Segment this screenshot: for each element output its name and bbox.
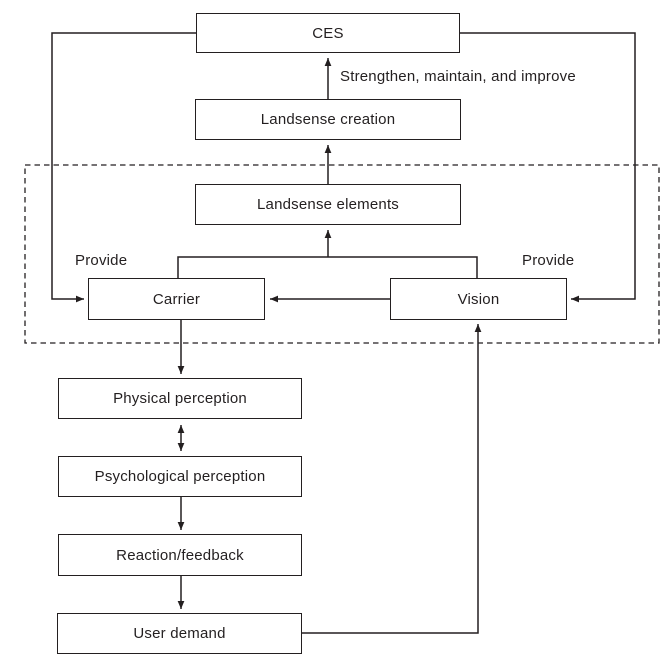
- edge-carrier-vision-merge: [177, 256, 478, 278]
- edge-ces-to-carrier-loop: [51, 32, 196, 303]
- node-landsense-elements: Landsense elements: [195, 184, 461, 225]
- edge-label-provide-right: Provide: [522, 252, 575, 269]
- node-landsense-creation: Landsense creation: [195, 99, 461, 140]
- node-user-demand: User demand: [57, 613, 302, 654]
- node-vision: Vision: [390, 278, 567, 320]
- dashed-group-border: [24, 164, 660, 344]
- edge-label-strengthen: Strengthen, maintain, and improve: [340, 68, 576, 85]
- node-physical-perception: Physical perception: [58, 378, 302, 419]
- edge-label-provide-left: Provide: [75, 252, 128, 269]
- edge-user-demand-to-vision: [302, 324, 482, 634]
- node-psychological-perception: Psychological perception: [58, 456, 302, 497]
- edge-ces-to-vision-loop: [460, 32, 636, 303]
- node-reaction-feedback: Reaction/feedback: [58, 534, 302, 576]
- node-ces: CES: [196, 13, 460, 53]
- node-carrier: Carrier: [88, 278, 265, 320]
